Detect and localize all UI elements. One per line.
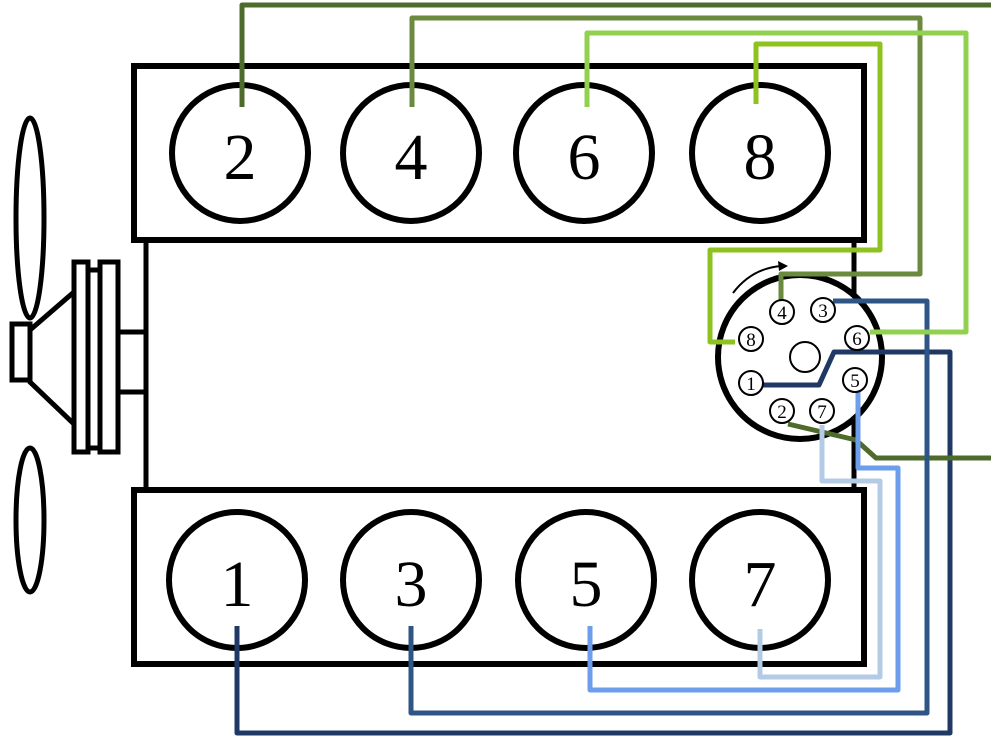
wire-cylinder-1 xyxy=(234,349,953,736)
wire-cylinder-4 xyxy=(409,15,923,300)
terminal-4: 4 xyxy=(769,299,795,325)
cylinder-5: 5 xyxy=(515,509,657,651)
fan-blade-bottom xyxy=(13,445,47,595)
cylinder-label: 3 xyxy=(395,548,428,621)
terminal-label: 2 xyxy=(777,402,787,423)
fan xyxy=(9,115,47,595)
wire-cylinder-7 xyxy=(757,425,883,680)
terminal-label: 8 xyxy=(746,330,756,351)
terminal-label: 1 xyxy=(746,374,756,395)
distributor-terminals: 4 3 6 5 7 2 1 8 xyxy=(738,297,870,424)
fan-blade-top xyxy=(13,115,47,321)
cylinder-8: 8 xyxy=(689,82,831,224)
cylinder-label: 4 xyxy=(395,121,428,194)
terminal-6: 6 xyxy=(844,325,870,351)
cylinder-6: 6 xyxy=(513,82,655,224)
terminal-label: 5 xyxy=(850,371,860,392)
pulley xyxy=(27,259,151,455)
cylinder-7: 7 xyxy=(689,509,831,651)
terminal-5: 5 xyxy=(842,367,868,393)
wires xyxy=(234,2,991,736)
wire-cylinder-5 xyxy=(587,392,901,693)
cylinder-label: 5 xyxy=(570,548,603,621)
distributor xyxy=(715,261,885,442)
cylinder-label: 6 xyxy=(568,121,601,194)
cylinder-label: 7 xyxy=(744,548,777,621)
terminal-3: 3 xyxy=(810,297,836,323)
terminal-1: 1 xyxy=(738,370,764,396)
fan-hub xyxy=(9,321,33,383)
wire-cylinder-6 xyxy=(584,30,969,335)
wire-cylinder-2 xyxy=(239,2,991,107)
cylinder-4: 4 xyxy=(340,82,482,224)
rotation-arrowhead xyxy=(778,261,788,271)
cylinder-label: 8 xyxy=(744,121,777,194)
terminal-label: 4 xyxy=(777,303,787,324)
terminal-label: 7 xyxy=(817,402,827,423)
terminal-8: 8 xyxy=(738,326,764,352)
wire-cylinder-8 xyxy=(707,41,883,345)
terminal-label: 3 xyxy=(818,301,828,322)
terminal-7: 7 xyxy=(809,398,835,424)
cylinder-label: 2 xyxy=(224,121,257,194)
cylinder-label: 1 xyxy=(221,548,254,621)
wire-cylinder-3 xyxy=(408,298,930,716)
terminal-2: 2 xyxy=(769,398,795,424)
cylinder-2: 2 xyxy=(169,82,311,224)
distributor-rotor xyxy=(789,341,821,373)
terminal-label: 6 xyxy=(852,329,862,350)
cylinder-1: 1 xyxy=(166,509,308,651)
rotation-arrow-icon xyxy=(732,265,783,294)
